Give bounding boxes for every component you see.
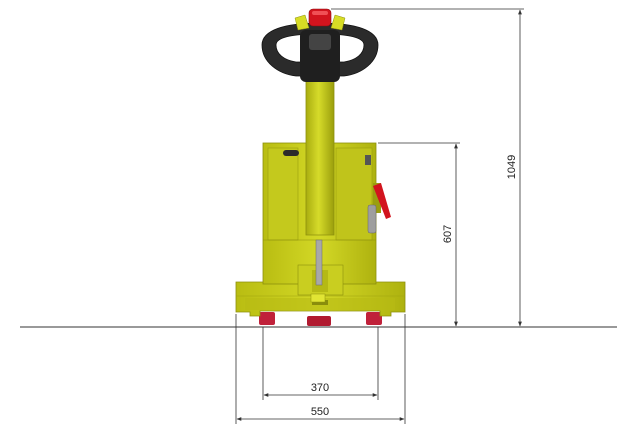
- pallet-truck: [235, 8, 406, 326]
- right-wheel: [366, 312, 382, 325]
- dimension-wheel-track: 370: [262, 327, 379, 400]
- dimension-label-overall-width: 550: [311, 406, 329, 418]
- dimension-chassis-height: 607: [378, 142, 460, 327]
- dimension-label-total-height: 1049: [506, 155, 518, 179]
- center-wheel: [307, 316, 331, 326]
- left-wheel: [259, 312, 275, 325]
- dimension-overall-width: 550: [235, 314, 406, 424]
- dimension-total-height: 1049: [331, 8, 524, 327]
- dimension-label-wheel-track: 370: [311, 382, 329, 394]
- steering-column: [305, 79, 335, 236]
- tiller-handle: [261, 8, 379, 82]
- side-lever: [367, 183, 391, 234]
- dimension-label-chassis-height: 607: [442, 225, 454, 243]
